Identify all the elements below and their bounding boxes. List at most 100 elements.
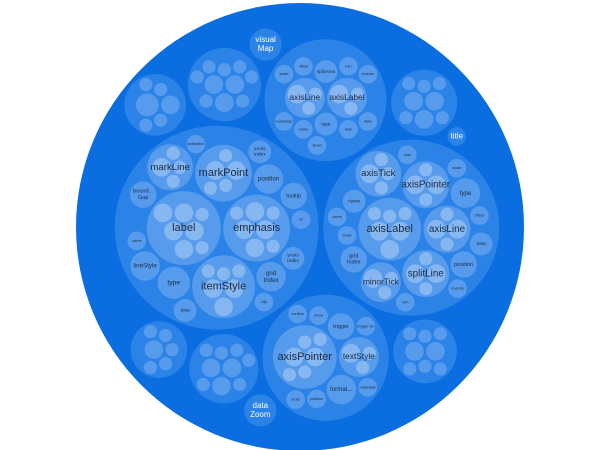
packing-circle-leaf[interactable] <box>298 365 312 379</box>
packing-circle-leaf[interactable] <box>144 340 164 359</box>
packing-circle-offset[interactable] <box>294 56 313 76</box>
packing-circle-leaf[interactable] <box>143 360 158 375</box>
packing-circle-leaf[interactable] <box>201 358 221 378</box>
packing-circle-leaf[interactable] <box>282 368 297 382</box>
packing-circle-leaf[interactable] <box>418 329 432 343</box>
packing-circle-leaf[interactable] <box>298 335 312 349</box>
packing-circle-leaf[interactable] <box>203 279 223 299</box>
packing-circle-leaf[interactable] <box>230 343 244 357</box>
packing-circle-splitline[interactable] <box>402 250 450 298</box>
packing-circle-confine[interactable] <box>288 304 307 324</box>
packing-circle-leaf[interactable] <box>214 346 229 360</box>
packing-circle-show[interactable] <box>309 306 328 326</box>
packing-circle-leaf[interactable] <box>374 153 388 167</box>
packing-circle-leaf[interactable] <box>381 167 395 181</box>
packing-circle-leaf[interactable] <box>201 264 215 278</box>
packing-circle-leaf[interactable] <box>399 111 413 125</box>
packing-circle-xaxis-index[interactable] <box>248 140 272 164</box>
packing-circle-leaf[interactable] <box>235 220 254 240</box>
packing-circle-leaf[interactable] <box>403 362 417 376</box>
packing-circle-leaf[interactable] <box>426 264 446 284</box>
packing-circle-leaf[interactable] <box>199 343 213 357</box>
packing-circle-leaf[interactable] <box>195 241 209 255</box>
packing-circle-leaf[interactable] <box>402 76 416 91</box>
packing-circle-leaf[interactable] <box>185 221 204 241</box>
packing-circle-trigger-on[interactable] <box>356 316 376 336</box>
packing-circle-leaf[interactable] <box>199 94 213 108</box>
packing-circle-leaf[interactable] <box>158 328 173 343</box>
packing-circle-leaf[interactable] <box>166 174 180 188</box>
packing-circle-leaf[interactable] <box>419 193 433 207</box>
packing-circle-max[interactable] <box>339 120 358 139</box>
packing-circle-leaf[interactable] <box>405 342 424 361</box>
packing-circle-leaf[interactable] <box>329 84 349 104</box>
packing-circle-leaf[interactable] <box>380 240 400 259</box>
packing-circle-leaf[interactable] <box>350 87 365 101</box>
packing-circle-axisline[interactable] <box>423 205 471 253</box>
packing-circle-leaf[interactable] <box>398 207 412 221</box>
packing-circle-namegap[interactable] <box>274 112 294 131</box>
packing-circle-leaf[interactable] <box>426 342 445 361</box>
packing-circle-leaf[interactable] <box>404 91 423 111</box>
packing-circle-bound-gap[interactable] <box>130 181 157 208</box>
packing-circle-leaf[interactable] <box>233 60 247 74</box>
packing-circle-tooltip[interactable] <box>280 182 307 210</box>
packing-circle-leaf[interactable] <box>440 207 454 221</box>
packing-circle-leaf[interactable] <box>256 220 275 240</box>
packing-circle-leaf[interactable] <box>214 297 233 317</box>
packing-circle-leaf[interactable] <box>374 181 388 195</box>
packing-circle-leaf[interactable] <box>135 93 159 117</box>
packing-circle-data[interactable] <box>173 299 197 322</box>
packing-circle-leaf[interactable] <box>224 279 244 299</box>
packing-circle-leaf[interactable] <box>242 353 256 367</box>
packing-circle-leaf[interactable] <box>190 70 204 84</box>
packing-circle-order[interactable] <box>286 390 305 409</box>
packing-circle-leaf[interactable] <box>435 111 449 125</box>
packing-circle-leaf[interactable] <box>367 207 381 221</box>
packing-circle-name[interactable] <box>342 189 366 213</box>
packing-circle-leaf[interactable] <box>232 264 246 278</box>
packing-circle-inverse[interactable] <box>358 64 378 84</box>
packing-circle-splitarea[interactable] <box>314 60 338 83</box>
packing-circle-type[interactable] <box>450 178 481 208</box>
packing-circle-leaf[interactable] <box>363 269 383 288</box>
packing-circle-leaf[interactable] <box>230 206 244 220</box>
packing-circle-grid-index[interactable] <box>256 261 286 292</box>
packing-circle-leaf[interactable] <box>362 346 376 360</box>
packing-circle-grid-index[interactable] <box>340 246 367 273</box>
packing-circle-leaf[interactable] <box>419 252 433 266</box>
packing-circle-offset[interactable] <box>470 206 489 225</box>
packing-circle-type[interactable] <box>314 112 338 136</box>
packing-circle-name[interactable] <box>294 120 313 139</box>
packing-circle-leaf[interactable] <box>164 221 183 241</box>
packing-circle-leaf[interactable] <box>432 76 447 91</box>
packing-circle-leaf[interactable] <box>245 238 265 258</box>
packing-circle-leaf[interactable] <box>139 118 153 132</box>
packing-circle-leaf[interactable] <box>195 207 209 222</box>
packing-circle-leaf[interactable] <box>196 377 210 392</box>
packing-circle-show[interactable] <box>337 226 357 245</box>
packing-circle-leaf[interactable] <box>174 203 194 223</box>
packing-circle-leaf[interactable] <box>154 82 168 97</box>
packing-circle-leaf[interactable] <box>225 75 245 94</box>
packing-circle-leaf[interactable] <box>266 206 280 220</box>
packing-circle-leaf[interactable] <box>152 158 171 177</box>
packing-circle-data[interactable] <box>358 112 378 131</box>
packing-circle-leaf[interactable] <box>390 221 410 241</box>
packing-circle-enterable[interactable] <box>358 378 377 397</box>
packing-circle-leaf[interactable] <box>403 327 417 341</box>
packing-circle-leaf[interactable] <box>212 376 231 396</box>
packing-circle-leaf[interactable] <box>153 203 173 223</box>
packing-circle-leaf[interactable] <box>369 221 389 241</box>
packing-circle-type[interactable] <box>157 266 190 299</box>
packing-circle-leaf[interactable] <box>174 239 194 259</box>
packing-circle-position[interactable] <box>307 389 326 409</box>
packing-circle-leaf[interactable] <box>219 148 233 163</box>
packing-circle-axispointer[interactable] <box>402 161 450 209</box>
packing-circle-scale[interactable] <box>274 64 294 84</box>
packing-circle-scale[interactable] <box>447 158 467 178</box>
packing-circle-leaf[interactable] <box>226 161 246 180</box>
packing-circle-leaf[interactable] <box>305 347 325 367</box>
packing-circle-inverse[interactable] <box>448 279 467 298</box>
packing-circle-leaf[interactable] <box>219 178 233 193</box>
